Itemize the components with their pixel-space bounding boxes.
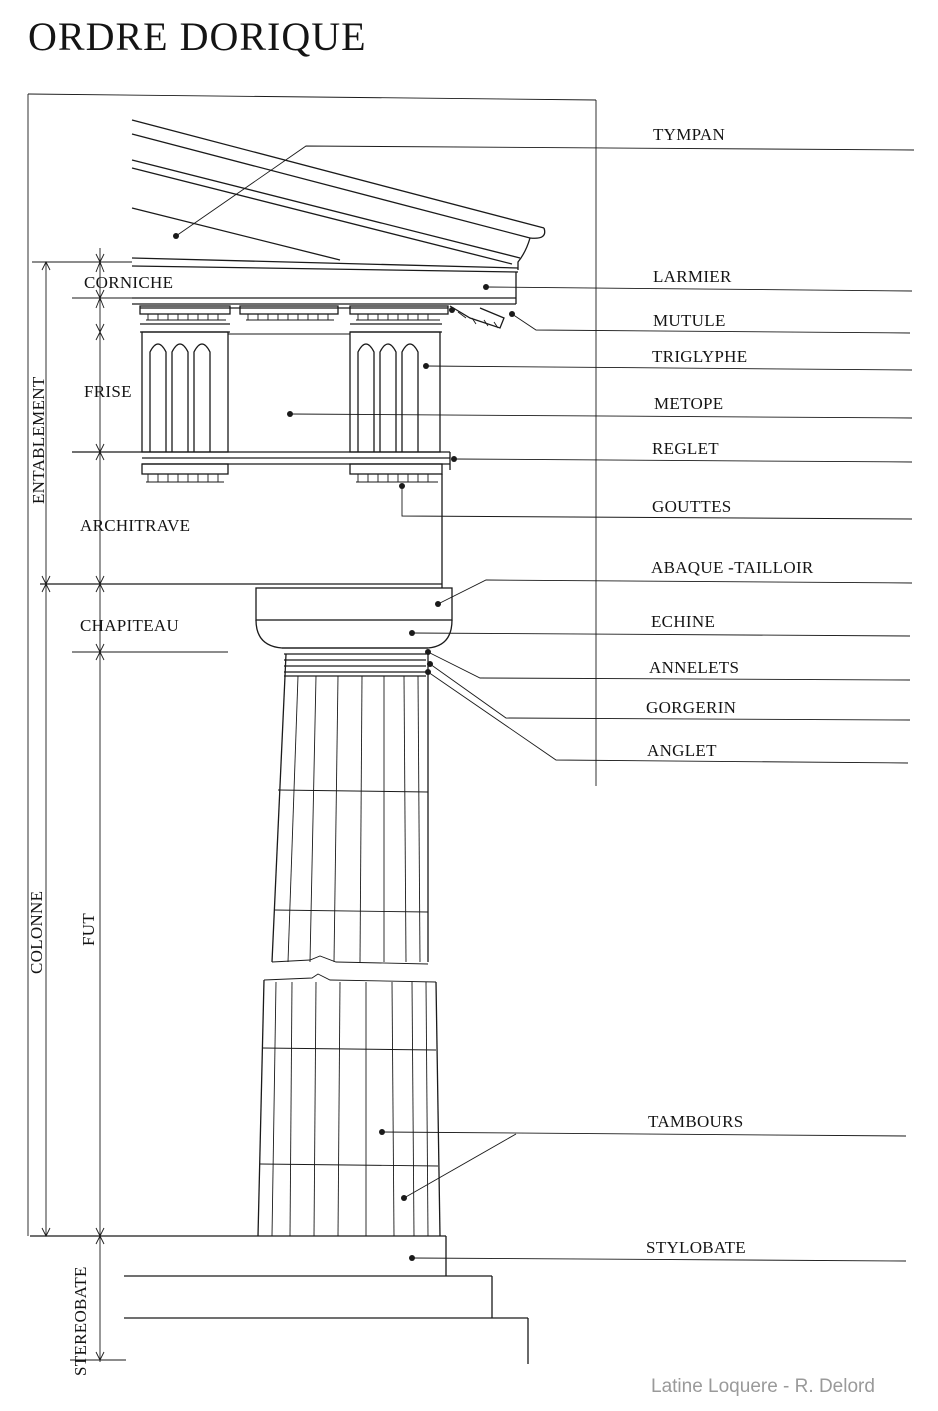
callout-tympan: TYMPAN	[173, 125, 915, 239]
label-tympan: TYMPAN	[653, 125, 725, 144]
callout-reglet: REGLET	[451, 439, 913, 463]
callout-echine: ECHINE	[409, 612, 911, 637]
cornice	[131, 257, 519, 329]
section-chapiteau: CHAPITEAU	[80, 616, 179, 635]
label-gorgerin: GORGERIN	[646, 698, 736, 717]
label-larmier: LARMIER	[653, 267, 732, 286]
frame	[27, 93, 597, 1236]
label-echine: ECHINE	[651, 612, 715, 631]
label-stylobate: STYLOBATE	[646, 1238, 746, 1257]
frieze	[139, 305, 449, 453]
credit-text: Latine Loquere - R. Delord	[651, 1376, 875, 1397]
callout-abaque: ABAQUE -TAILLOIR	[435, 558, 913, 607]
label-anglet: ANGLET	[647, 741, 717, 760]
callout-anglet: ANGLET	[425, 669, 909, 764]
section-frise: FRISE	[84, 382, 132, 401]
stereobate-steps	[30, 1235, 529, 1364]
callout-stylobate: STYLOBATE	[409, 1238, 907, 1262]
label-reglet: REGLET	[652, 439, 719, 458]
label-tambours: TAMBOURS	[648, 1112, 744, 1131]
capital	[255, 587, 453, 677]
architrave	[40, 451, 451, 588]
pediment	[131, 119, 546, 270]
label-abaque: ABAQUE -TAILLOIR	[651, 558, 814, 577]
label-annelets: ANNELETS	[649, 658, 739, 677]
section-stereobate: STEREOBATE	[71, 1266, 90, 1376]
label-mutule: MUTULE	[653, 311, 726, 330]
shaft-lower	[257, 973, 441, 1237]
callout-metope: METOPE	[287, 394, 913, 419]
callout-larmier: LARMIER	[483, 267, 913, 292]
callout-gorgerin: GORGERIN	[427, 661, 911, 721]
page-title: ORDRE DORIQUE	[28, 14, 367, 59]
label-triglyphe: TRIGLYPHE	[652, 347, 747, 366]
label-metope: METOPE	[654, 394, 724, 413]
label-gouttes: GOUTTES	[652, 497, 732, 516]
callout-tambours: TAMBOURS	[379, 1112, 907, 1201]
section-corniche: CORNICHE	[84, 273, 173, 292]
dimension-lines	[32, 248, 228, 1362]
section-architrave: ARCHITRAVE	[80, 516, 190, 535]
shaft-upper	[271, 653, 429, 965]
section-labels: CORNICHE FRISE ARCHITRAVE CHAPITEAU FUT …	[27, 273, 190, 1376]
callout-annelets: ANNELETS	[425, 649, 911, 681]
callout-mutule: MUTULE	[449, 307, 911, 334]
callouts: TYMPAN LARMIER MUTULE TRIGLYPHE METOPE	[173, 125, 915, 1262]
callout-gouttes: GOUTTES	[399, 483, 913, 520]
section-fut: FUT	[79, 913, 98, 946]
section-entablement: ENTABLEMENT	[29, 376, 48, 504]
callout-triglyphe: TRIGLYPHE	[423, 347, 913, 371]
section-colonne: COLONNE	[27, 891, 46, 974]
